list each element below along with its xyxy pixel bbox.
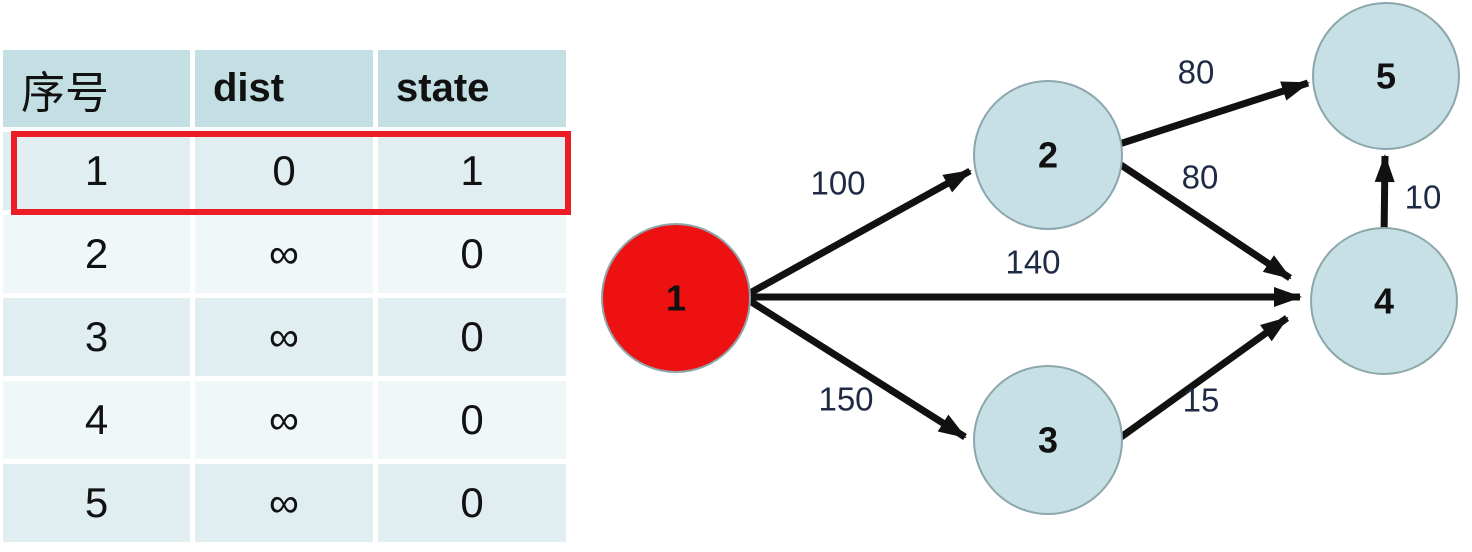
edge-weight-1-2: 100 (810, 165, 865, 202)
cell-row3-dist: ∞ (195, 298, 373, 376)
edge-weight-2-4: 80 (1182, 159, 1219, 196)
cell-row5-state: 0 (378, 464, 566, 542)
cell-row4-state: 0 (378, 381, 566, 459)
cell-row1-dist: 0 (195, 132, 373, 210)
graph-node-4 (1310, 227, 1458, 375)
graph-node-1-start (601, 223, 751, 373)
edge-weight-4-5: 10 (1405, 179, 1442, 216)
graph-node-label-3: 3 (1038, 420, 1058, 461)
graph-node-label-5: 5 (1376, 56, 1396, 97)
edge-weight-1-4: 140 (1005, 244, 1060, 281)
graph-node-label-4: 4 (1374, 281, 1394, 322)
graph-edge-1-3 (748, 298, 967, 440)
cell-row4-index: 4 (3, 381, 190, 459)
cell-row1-index: 1 (3, 132, 190, 210)
cell-row2-index: 2 (3, 215, 190, 293)
graph-node-label-2: 2 (1038, 135, 1058, 176)
graph-edge-1-2 (748, 167, 972, 297)
cell-row2-state: 0 (378, 215, 566, 293)
cell-row2-dist: ∞ (195, 215, 373, 293)
dijkstra-state-table: 序号 dist state 1 0 1 2 ∞ 0 3 ∞ 0 4 ∞ 0 5 … (3, 50, 566, 542)
graph-edge-3-4 (1107, 315, 1290, 448)
graph-node-2 (973, 80, 1123, 230)
edge-weight-1-3: 150 (818, 381, 873, 418)
cell-row3-state: 0 (378, 298, 566, 376)
col-header-state: state (378, 50, 566, 127)
edge-weight-2-5: 80 (1178, 54, 1215, 91)
graph-edge-2-4 (1110, 156, 1292, 281)
edge-weight-3-4: 15 (1183, 382, 1220, 419)
cell-row3-index: 3 (3, 298, 190, 376)
col-header-dist: dist (195, 50, 373, 127)
cell-row4-dist: ∞ (195, 381, 373, 459)
edge-weight-layer: 100 140 150 80 80 15 10 (810, 54, 1441, 419)
graph-node-5 (1312, 2, 1460, 150)
cell-row5-dist: ∞ (195, 464, 373, 542)
graph-edge-2-5 (1108, 79, 1310, 151)
graph-node-label-1: 1 (666, 278, 686, 319)
graph-edge-4-5 (1374, 154, 1395, 241)
node-layer: 1 2 3 4 5 (601, 2, 1460, 515)
edge-layer (748, 79, 1395, 448)
cell-row5-index: 5 (3, 464, 190, 542)
cell-row1-state: 1 (378, 132, 566, 210)
graph-node-3 (973, 365, 1123, 515)
col-header-index: 序号 (3, 50, 190, 127)
